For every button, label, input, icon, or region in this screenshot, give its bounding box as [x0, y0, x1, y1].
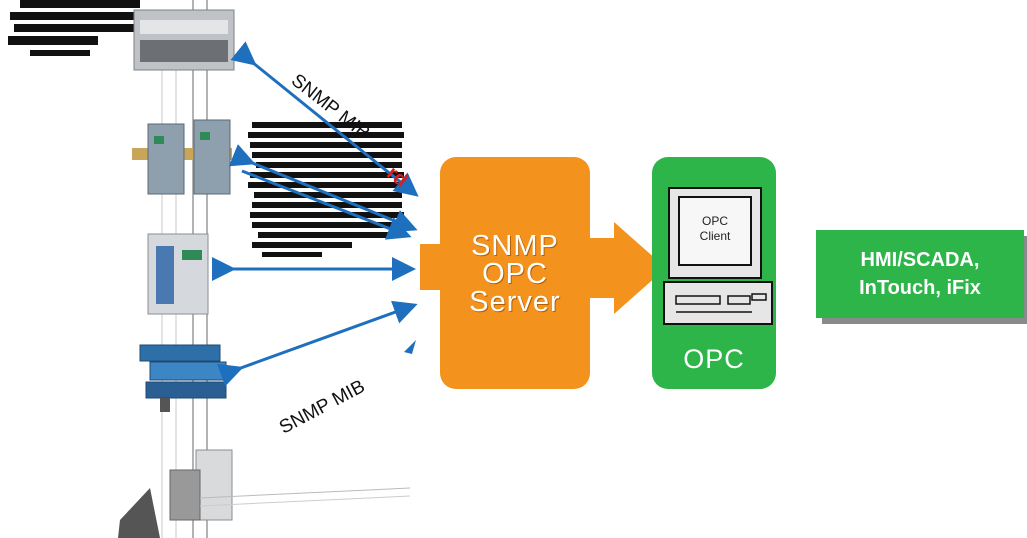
arrow-3 [241, 169, 412, 240]
client-line-2: Client [699, 229, 731, 243]
hmi-scada-box [816, 230, 1024, 318]
small-arrow-head [404, 340, 416, 354]
arrow-5 [216, 300, 418, 387]
snmp-connection-arrows [212, 41, 419, 387]
data-flow-arrow [589, 222, 666, 314]
computer-icon [663, 187, 773, 325]
snmp-opc-server-box [440, 157, 590, 389]
hmi-scada-label: HMI/SCADA, InTouch, iFix [816, 246, 1024, 302]
opc-client-screen-label: OPC Client [684, 214, 746, 244]
decorative-stripes-top-left [8, 0, 140, 56]
server-line-3: Server [469, 286, 561, 318]
opc-label: OPC [683, 344, 745, 374]
device-rack-switch [133, 9, 235, 71]
server-input-notch [420, 244, 446, 290]
server-line-1: SNMP [471, 230, 559, 262]
snmp-opc-server-label: SNMP OPC Server [440, 230, 590, 318]
device-gateway [118, 449, 411, 538]
arrow-2 [228, 144, 418, 233]
device-serial-servers [139, 344, 227, 412]
server-line-2: OPC [482, 258, 548, 290]
hmi-line-2: InTouch, iFix [859, 277, 981, 299]
client-line-1: OPC [701, 214, 728, 228]
device-din-rail-switches [132, 119, 232, 195]
hmi-line-1: HMI/SCADA, [860, 249, 980, 271]
device-managed-switch [147, 233, 209, 315]
